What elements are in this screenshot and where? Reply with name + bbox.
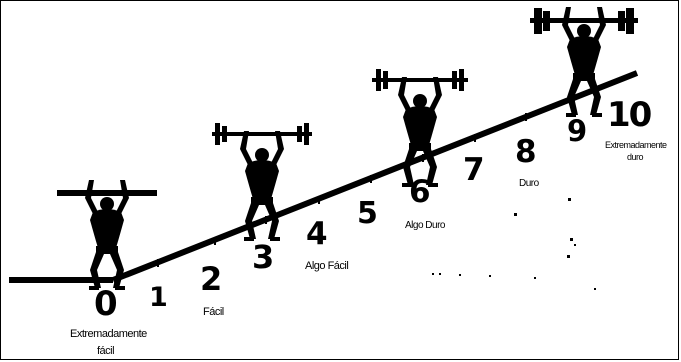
- label-hard: Duro: [519, 178, 539, 189]
- label-extremely-easy-line2: fácil: [97, 345, 115, 357]
- scale-number-9: 9: [567, 114, 587, 148]
- weightlifter-icon: [372, 69, 468, 187]
- weightlifter-icon: [530, 7, 638, 117]
- scale-number-1: 1: [149, 282, 168, 313]
- weightlifter-icon: [212, 123, 312, 241]
- label-extremely-easy-line1: Extremadamente: [70, 328, 147, 340]
- label-somewhat-hard: Algo Duro: [405, 220, 445, 231]
- label-extremely-hard-line1: Extremadamente: [605, 140, 667, 150]
- scale-number-10: 10: [607, 95, 652, 135]
- scale-number-5: 5: [357, 196, 378, 231]
- weightlifter-icon: [57, 180, 157, 290]
- scale-number-6: 6: [409, 174, 431, 210]
- scale-number-4: 4: [306, 216, 328, 252]
- ramp-slope: [111, 70, 639, 283]
- scale-number-0: 0: [94, 284, 118, 324]
- label-somewhat-easy: Algo Fácil: [305, 260, 349, 272]
- label-extremely-hard-line2: duro: [627, 152, 644, 162]
- scale-number-2: 2: [200, 260, 222, 298]
- scale-number-7: 7: [463, 152, 485, 188]
- scale-number-8: 8: [515, 134, 537, 170]
- scan-specks: [432, 198, 596, 290]
- label-easy: Fácil: [203, 306, 224, 318]
- scale-number-3: 3: [252, 238, 274, 276]
